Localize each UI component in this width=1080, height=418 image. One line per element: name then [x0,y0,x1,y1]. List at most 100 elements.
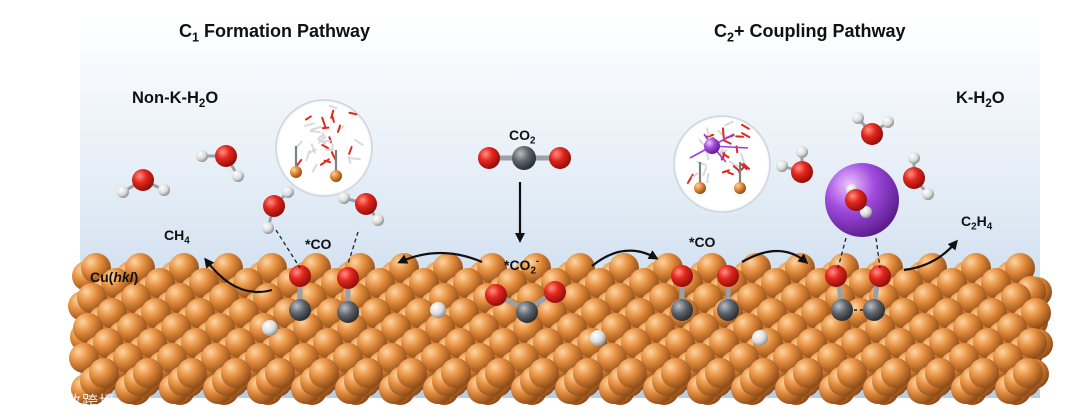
carbon-atom [512,146,536,170]
oxygen-atom [845,189,867,211]
oxygen-atom [215,145,237,167]
hydrogen-atom [590,330,606,346]
c1-pathway-title: C1 Formation Pathway [179,21,371,45]
hydrogen-atom [338,192,350,204]
carbon-atom [831,299,853,321]
right-solvation-inset [673,115,771,213]
copper-atom [529,358,559,388]
hydrogen-atom [372,214,384,226]
co-right-label: *CO [689,234,716,250]
co2-molecule [478,146,571,170]
oxygen-atom [478,147,500,169]
ch4-label: CH4 [164,227,190,247]
copper-atom [705,358,735,388]
oxygen-atom [289,265,311,287]
hydrogen-atom [430,302,446,318]
copper-atom [1017,328,1047,358]
copper-atom [485,358,515,388]
arrow-to-c1-co [397,251,483,264]
oxygen-atom [355,193,377,215]
oxygen-atom [671,265,693,287]
hydrogen-atom [232,170,244,182]
copper-atom [397,358,427,388]
co2-label: CO2 [509,127,536,147]
arrow-to-c2-co [591,249,659,267]
oxygen-atom [861,123,883,145]
oxygen-atom [549,147,571,169]
carbon-atom [717,299,739,321]
surface-hydrogen-atoms [262,302,768,346]
oxygen-atom [903,167,925,189]
watermark-text: 大数跨境 [48,392,117,411]
reaction-arrows [204,182,958,294]
adsorbates [289,265,891,323]
copper-atom [1005,253,1035,283]
copper-atom [749,358,779,388]
carbon-atom [337,301,359,323]
copper-atom [353,358,383,388]
copper-atom [661,358,691,388]
left-solvation-inset [275,99,373,197]
copper-atom [265,358,295,388]
oxygen-atom [132,169,154,191]
oxygen-atom [869,265,891,287]
copper-atom [793,358,823,388]
copper-atom [1013,358,1043,388]
copper-atom [441,358,471,388]
potassium-bound-water [845,184,872,218]
oxygen-atom [544,281,566,303]
copper-atom [133,358,163,388]
oxygen-atom [825,265,847,287]
arrow-to-ch4 [204,257,273,294]
watermark-logo-icon [12,388,41,408]
carbon-atom [863,299,885,321]
adsorbed-co2-label: *CO2- [504,256,540,277]
oxygen-atom [717,265,739,287]
copper-surface [68,253,1053,405]
copper-atom [617,358,647,388]
copper-atom [734,182,746,194]
copper-atom [881,358,911,388]
k-water-label: K-H2O [956,89,1005,111]
hydrogen-atom [852,112,864,124]
hydrogen-atom [158,184,170,196]
oxygen-atom [791,161,813,183]
hydrogen-bond-lines [275,229,881,269]
copper-atom [309,358,339,388]
hydrogen-atom [752,330,768,346]
arrow-to-c2h4 [903,239,958,272]
c2h4-label: C2H4 [961,213,993,233]
hydrogen-atom [908,152,920,164]
copper-atom [290,166,302,178]
copper-atom [969,358,999,388]
hydrogen-atom [282,186,294,198]
copper-atom [925,358,955,388]
hydrogen-atom [776,160,788,172]
carbon-atom [289,299,311,321]
carbon-atom [671,299,693,321]
hydrogen-atom [922,188,934,200]
carbon-atom [516,301,538,323]
oxygen-atom [485,284,507,306]
hydrogen-atom [796,146,808,158]
non-k-water-label: Non-K-H2O [132,89,219,111]
copper-atom [89,358,119,388]
copper-atom [694,182,706,194]
potassium-atom [704,138,720,154]
copper-atom [177,358,207,388]
copper-atom [573,358,603,388]
oxygen-atom [263,195,285,217]
co-left-label: *CO [305,236,332,252]
cu-surface-label: Cu(hkl) [90,269,139,285]
copper-atom [1021,298,1051,328]
water-molecules [117,112,934,234]
copper-atom [837,358,867,388]
hydrogen-atom [882,116,894,128]
c2-pathway-title: C2+ Coupling Pathway [714,21,906,45]
hydrogen-atom [860,206,872,218]
copper-atom [330,170,342,182]
oxygen-atom [337,267,359,289]
hydrogen-atom [196,150,208,162]
arrow-to-k-site [741,250,809,264]
